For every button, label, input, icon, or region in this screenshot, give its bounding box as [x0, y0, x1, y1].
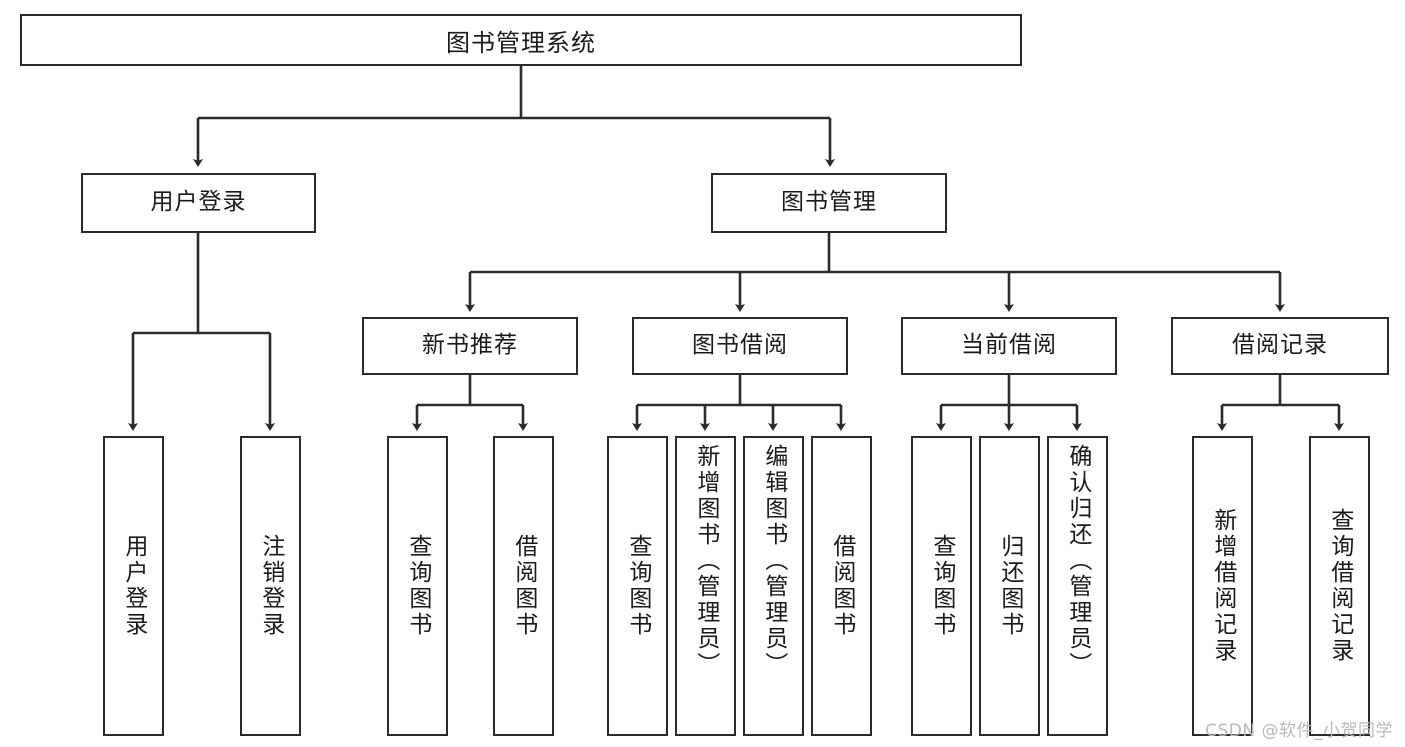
leaf-user-login-signin[interactable]: 用户登录 — [103, 436, 164, 736]
leaf-label: 用户登录 — [120, 534, 147, 638]
node-user-login-label: 用户登录 — [150, 189, 247, 216]
leaf-new-book-query-book[interactable]: 查询图书 — [387, 436, 448, 736]
node-book-management[interactable]: 图书管理 — [711, 173, 947, 233]
node-new-book-recommend-label: 新书推荐 — [422, 332, 518, 359]
leaf-book-borrow-edit-book-admin[interactable]: 编辑图书（管理员） — [743, 436, 804, 736]
leaf-label: 新增借阅记录 — [1209, 508, 1236, 664]
node-book-borrow-label: 图书借阅 — [692, 332, 788, 359]
leaf-label: 查询图书 — [928, 534, 955, 638]
leaf-book-borrow-add-book-admin[interactable]: 新增图书（管理员） — [675, 436, 736, 736]
node-borrow-record-label: 借阅记录 — [1232, 332, 1328, 359]
leaf-user-login-signout[interactable]: 注销登录 — [240, 436, 301, 736]
node-current-borrow[interactable]: 当前借阅 — [901, 317, 1117, 375]
node-root-label: 图书管理系统 — [446, 28, 596, 57]
leaf-borrow-record-add-record[interactable]: 新增借阅记录 — [1192, 436, 1253, 736]
node-current-borrow-label: 当前借阅 — [961, 332, 1057, 359]
node-book-management-label: 图书管理 — [781, 189, 877, 216]
leaf-label: 编辑图书（管理员） — [760, 444, 787, 678]
leaf-current-borrow-return-book[interactable]: 归还图书 — [979, 436, 1040, 736]
leaf-book-borrow-query-book[interactable]: 查询图书 — [607, 436, 668, 736]
node-borrow-record[interactable]: 借阅记录 — [1171, 317, 1389, 375]
leaf-label: 注销登录 — [257, 534, 284, 638]
leaf-label: 新增图书（管理员） — [692, 444, 719, 678]
node-book-borrow[interactable]: 图书借阅 — [632, 317, 848, 375]
leaf-label: 查询借阅记录 — [1326, 508, 1353, 664]
node-new-book-recommend[interactable]: 新书推荐 — [362, 317, 578, 375]
leaf-label: 查询图书 — [404, 534, 431, 638]
node-user-login[interactable]: 用户登录 — [81, 173, 316, 233]
leaf-new-book-borrow-book[interactable]: 借阅图书 — [493, 436, 554, 736]
leaf-label: 借阅图书 — [510, 534, 537, 638]
leaf-current-borrow-confirm-return-admin[interactable]: 确认归还（管理员） — [1047, 436, 1108, 736]
leaf-label: 确认归还（管理员） — [1064, 444, 1091, 678]
leaf-label: 借阅图书 — [828, 534, 855, 638]
leaf-book-borrow-borrow-book[interactable]: 借阅图书 — [811, 436, 872, 736]
node-root-book-management-system[interactable]: 图书管理系统 — [20, 14, 1022, 66]
leaf-label: 查询图书 — [624, 534, 651, 638]
leaf-borrow-record-query-record[interactable]: 查询借阅记录 — [1309, 436, 1370, 736]
leaf-label: 归还图书 — [996, 534, 1023, 638]
leaf-current-borrow-query-book[interactable]: 查询图书 — [911, 436, 972, 736]
